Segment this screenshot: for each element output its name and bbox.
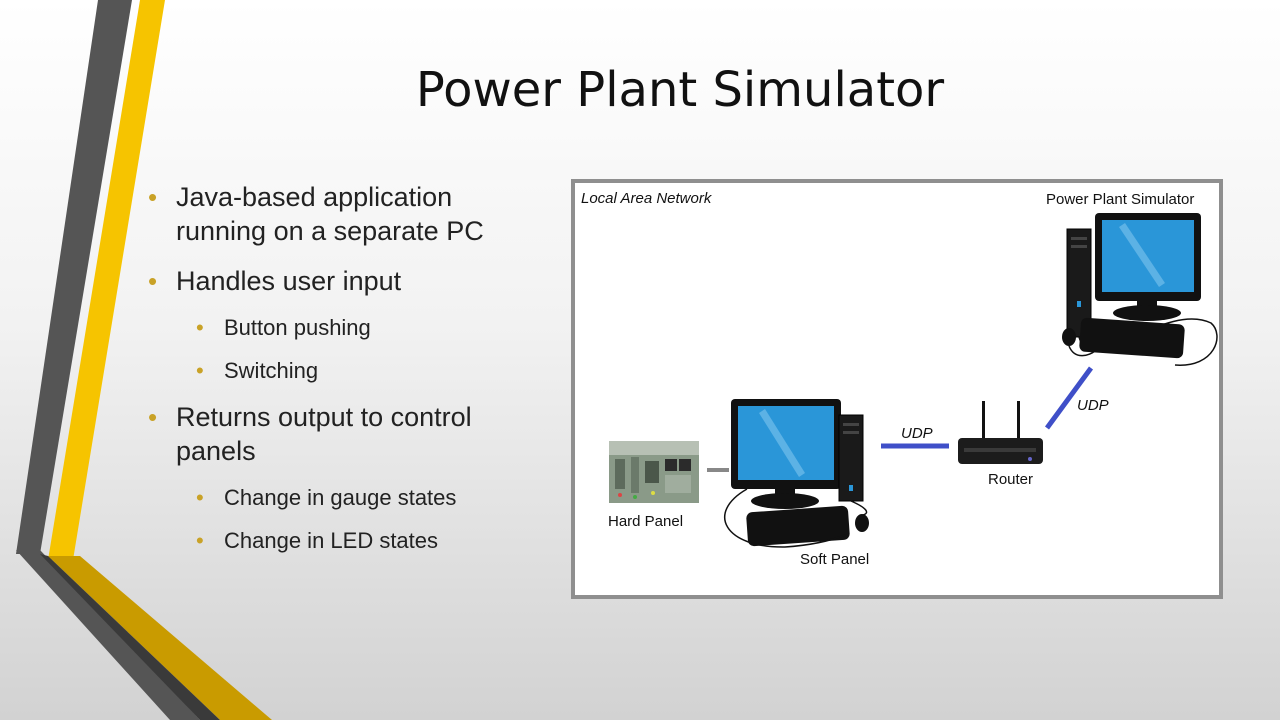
lower-shadow-stripe: [40, 554, 220, 720]
bullet-dot-icon: •: [196, 358, 204, 383]
dark-lower-stripe: [16, 550, 200, 720]
udp-label-right: UDP: [1077, 397, 1109, 414]
sub-bullet-item: •Change in LED states: [196, 528, 439, 553]
bullet-dot-icon: •: [196, 485, 204, 510]
bullet-dot-icon: •: [148, 402, 158, 432]
bullet-dot-icon: •: [148, 266, 158, 296]
bullet-item: •Java-based application running on a sep…: [148, 182, 484, 246]
sub-bullet-item: •Button pushing: [196, 315, 371, 340]
router-icon: [958, 401, 1043, 464]
bullet-item: •Handles user input: [148, 266, 402, 296]
soft-panel-label: Soft Panel: [800, 551, 870, 568]
bullet-list: •Java-based application running on a sep…: [148, 180, 528, 570]
bullet-dot-icon: •: [196, 528, 204, 553]
slide-title: Power Plant Simulator: [415, 62, 945, 118]
simulator-pc-icon: [1062, 213, 1218, 366]
simulator-label: Power Plant Simulator: [1046, 191, 1195, 208]
bullet-dot-icon: •: [148, 182, 158, 212]
sub-bullet-item: •Change in gauge states: [196, 485, 457, 510]
network-label: Local Area Network: [581, 190, 712, 207]
udp-label-left: UDP: [901, 425, 933, 442]
sub-bullet-item: •Switching: [196, 358, 319, 383]
bullet-item: •Returns output to control panels: [148, 402, 472, 466]
soft-panel-pc-icon: [724, 399, 869, 548]
bullet-dot-icon: •: [196, 315, 204, 340]
network-diagram: Local Area Network Power Plant Simulator…: [571, 179, 1223, 599]
hard-panel-image: [609, 441, 699, 503]
udp-link-right: [1044, 366, 1094, 430]
gold-stripe: [48, 0, 165, 560]
diagram-graphics: [609, 213, 1218, 548]
dark-stripe: [16, 0, 132, 554]
hard-panel-label: Hard Panel: [608, 513, 684, 530]
gold-lower-stripe: [48, 556, 272, 720]
router-label: Router: [988, 471, 1034, 488]
